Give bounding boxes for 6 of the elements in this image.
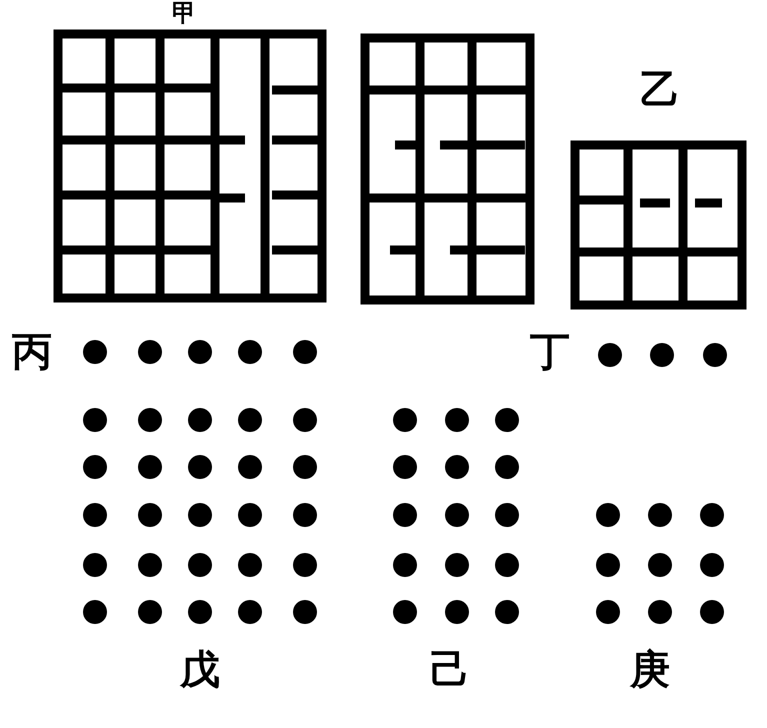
figure-label: 丁: [530, 332, 570, 372]
figure-label: 己: [430, 650, 470, 690]
figure-label: 丙: [12, 332, 52, 372]
figure-label: 庚: [630, 650, 670, 690]
figure-label: 戊: [180, 650, 220, 690]
figure-label: 乙: [640, 70, 680, 110]
